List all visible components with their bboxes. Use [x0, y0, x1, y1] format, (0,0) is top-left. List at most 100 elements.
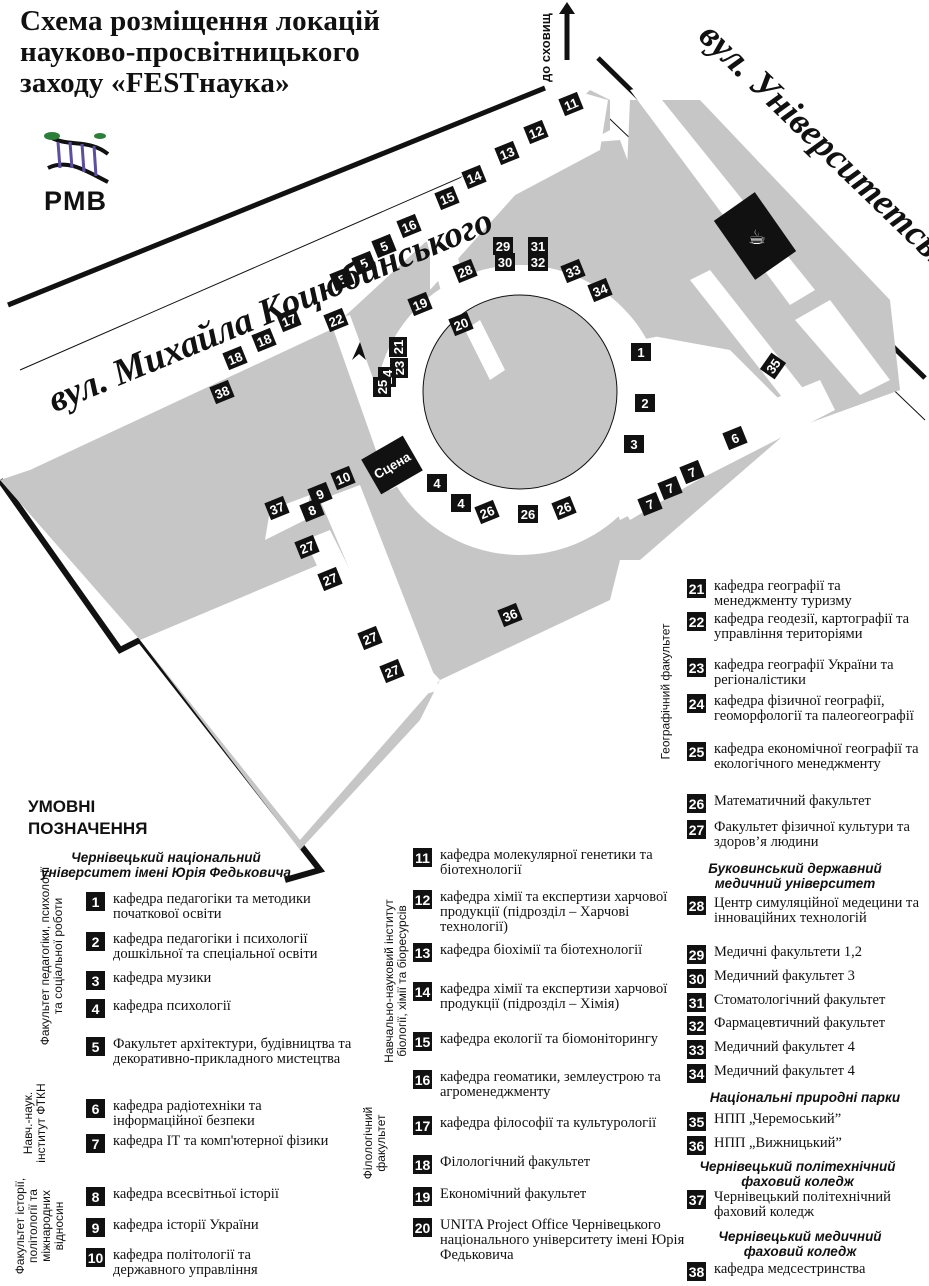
- map-marker-7: 7: [679, 459, 705, 485]
- legend-item-12: 12 кафедра хімії та експертизи харчової п…: [413, 890, 690, 935]
- legend-heading-line-2: ПОЗНАЧЕННЯ: [28, 819, 148, 838]
- map-marker-34: 34: [587, 277, 613, 303]
- legend-item-text: UNITA Project Office Чернівецького націо…: [440, 1217, 685, 1263]
- map-marker-27: 27: [379, 658, 405, 684]
- map-marker-18: 18: [251, 327, 277, 353]
- map-marker-label: 27: [321, 570, 340, 589]
- legend-badge: 24: [687, 694, 706, 713]
- legend-badge: 17: [413, 1116, 432, 1135]
- legend-item-text: кафедра педагогіки та методики початково…: [113, 891, 311, 922]
- map-marker-label: 35: [763, 356, 784, 376]
- map-marker-38: 38: [209, 379, 235, 405]
- map-marker-label: 32: [531, 255, 545, 270]
- legend-item-4: 4 кафедра психології: [86, 999, 363, 1018]
- map-marker-label: 1: [637, 345, 644, 360]
- map-marker-label: 20: [452, 315, 471, 334]
- map-marker-37: 37: [264, 495, 290, 521]
- map-marker-label: 27: [298, 538, 317, 557]
- legend-item-text: кафедра психології: [113, 998, 231, 1014]
- legend-item-text: кафедра політології та державного управл…: [113, 1247, 258, 1278]
- legend-badge: 36: [687, 1136, 706, 1155]
- map-marker-label: 21: [391, 340, 406, 354]
- map-marker-label: 34: [591, 281, 611, 301]
- map-marker-11: 11: [558, 91, 584, 117]
- legend-badge: 12: [413, 890, 432, 909]
- map-marker-label: 33: [564, 262, 583, 281]
- legend-item-text: кафедра екології та біомоніторингу: [440, 1031, 659, 1047]
- map-marker-31: 31: [528, 237, 548, 255]
- map-marker-label: 26: [478, 503, 497, 522]
- map-marker-36: 36: [497, 602, 523, 628]
- legend-badge: 5: [86, 1037, 105, 1056]
- map-marker-30: 30: [495, 253, 515, 271]
- legend-badge: 23: [687, 658, 706, 677]
- map-marker-33: 33: [560, 258, 586, 284]
- stage: Сцена: [361, 435, 423, 495]
- map-marker-35: 35: [759, 352, 787, 380]
- map-marker-7: 7: [657, 475, 683, 501]
- map-marker-26: 26: [551, 495, 577, 521]
- legend-item-20: 20 UNITA Project Office Чернівецького нац…: [413, 1218, 700, 1263]
- legend-item-text: кафедра медсестринства: [714, 1261, 866, 1277]
- map-marker-28: 28: [452, 258, 478, 284]
- map-title: Схема розміщення локацій науково-просвіт…: [20, 6, 440, 99]
- legend-badge: 26: [687, 794, 706, 813]
- legend-item-text: Фармацевтичний факультет: [714, 1015, 886, 1031]
- legend-badge: 35: [687, 1112, 706, 1131]
- legend-item-text: кафедра географії та менеджменту туризму: [714, 578, 852, 609]
- legend-item-text: кафедра економічної географії та екологі…: [714, 741, 919, 772]
- map-marker-18: 18: [222, 345, 248, 371]
- legend-group-parks: Національні природні парки: [709, 1090, 901, 1105]
- legend-badge: 37: [687, 1190, 706, 1209]
- map-marker-label: 18: [255, 331, 274, 350]
- group-label-ftkn: Навч.-наук. інститут ФТКН: [21, 1083, 48, 1163]
- map-marker-4: 4: [427, 474, 447, 492]
- map-marker-29: 29: [493, 237, 513, 255]
- legend-badge: 20: [413, 1218, 432, 1237]
- cafe-icon: ☕: [748, 225, 766, 249]
- map-marker-label: 2: [641, 396, 648, 411]
- legend-item-text: Факультет архітектури, будівництва та де…: [113, 1036, 352, 1067]
- map-marker-1: 1: [631, 343, 651, 361]
- legend-badge: 9: [86, 1218, 105, 1237]
- map-marker-label: 26: [521, 507, 535, 522]
- map-marker-label: 4: [457, 496, 465, 511]
- legend-badge: 4: [86, 999, 105, 1018]
- map-marker-label: 14: [465, 168, 485, 188]
- map-marker-15: 15: [434, 185, 460, 211]
- legend-item-text: Чернівецький політехнічний фаховий колед…: [714, 1189, 891, 1220]
- map-marker-21: 21: [389, 337, 407, 357]
- legend-item-text: кафедра географії України та регіоналіст…: [714, 657, 894, 688]
- legend-badge: 8: [86, 1187, 105, 1206]
- map-marker-20: 20: [448, 311, 474, 337]
- map-marker-5: 5: [371, 233, 397, 259]
- legend-badge: 10: [86, 1248, 105, 1267]
- legend-item-text: кафедра хімії та експертизи харчової про…: [440, 889, 668, 935]
- legend-badge: 7: [86, 1134, 105, 1153]
- legend-item-text: Центр симуляційної медецини та інновацій…: [714, 895, 920, 926]
- street-line-kotsiubynskoho: [7, 85, 546, 308]
- map-marker-label: 28: [456, 262, 475, 281]
- map-marker-26: 26: [518, 505, 538, 523]
- map-marker-label: 22: [327, 311, 346, 330]
- street-line-kotsiubynskoho-inner: [19, 147, 529, 371]
- legend-badge: 18: [413, 1155, 432, 1174]
- legend-item-text: Медичний факультет 4: [714, 1039, 855, 1055]
